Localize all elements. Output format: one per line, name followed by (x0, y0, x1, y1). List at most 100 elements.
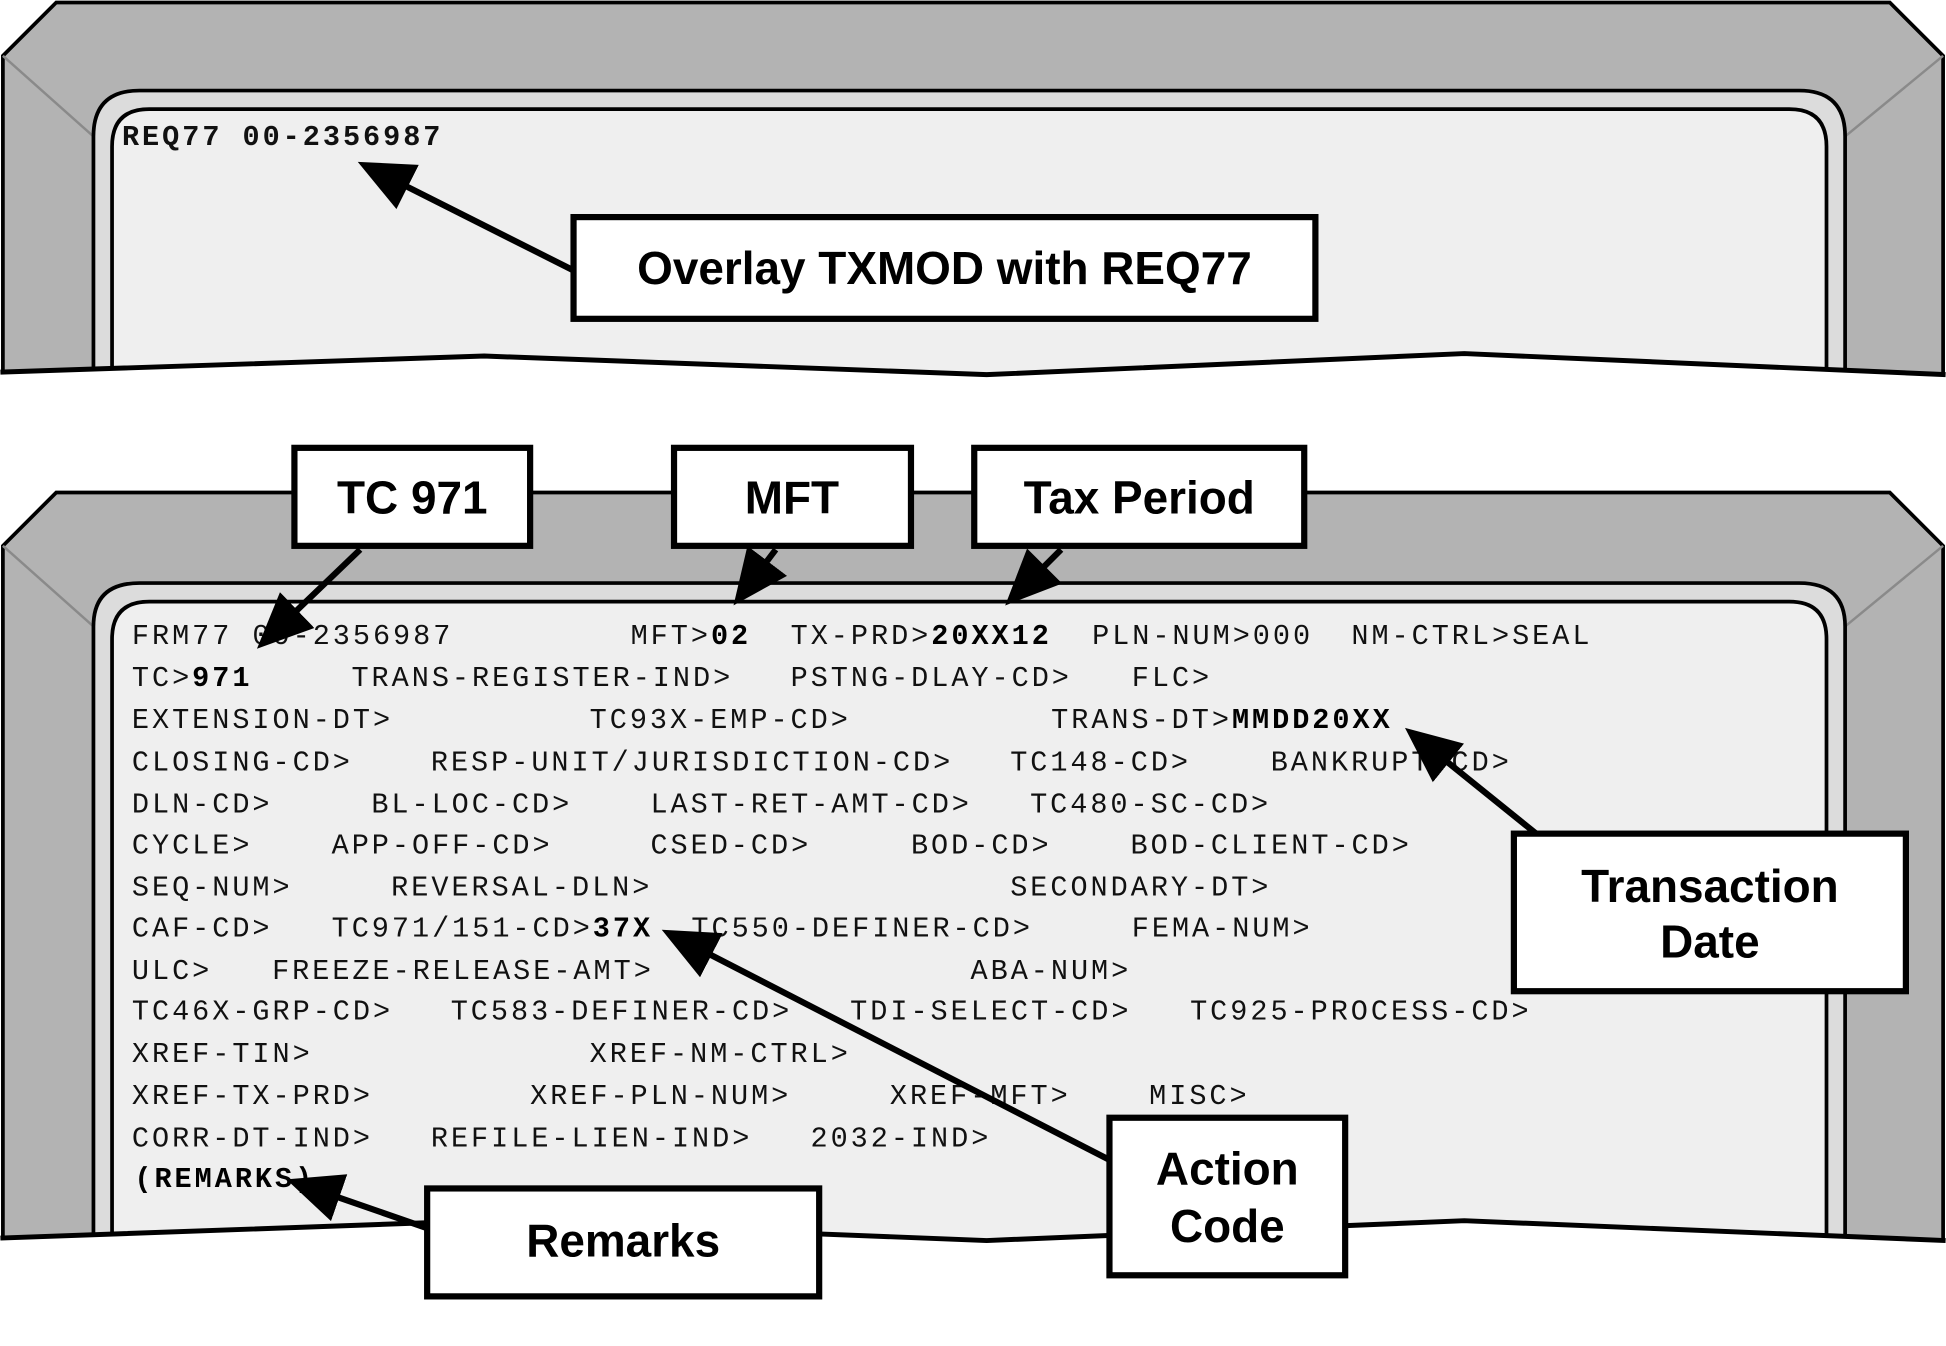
arrow-tax-period (1005, 547, 1064, 606)
field-label: TX-PRD> (791, 620, 932, 653)
screen-field: NM-CTRL>SEAL (1351, 620, 1592, 653)
field-value[interactable]: (REMARKS) (134, 1163, 315, 1196)
field-label: TC583-DEFINER-CD> (451, 996, 793, 1029)
screen-field: REVERSAL-DLN> (391, 872, 652, 905)
field-label: TC480-SC-CD> (1030, 789, 1271, 822)
screen-field: XREF-NM-CTRL> (590, 1038, 851, 1071)
callout-tc971: TC 971 (291, 444, 534, 549)
field-label: XREF-TX-PRD> (132, 1080, 373, 1113)
arrow-mft (733, 545, 788, 606)
screen-field: TC925-PROCESS-CD> (1190, 996, 1532, 1029)
field-label: TC550-DEFINER-CD> (691, 913, 1033, 946)
callout-arrows (256, 161, 1539, 1232)
field-label: TC925-PROCESS-CD> (1190, 996, 1532, 1029)
arrow-remarks (286, 1174, 429, 1232)
screen-field: CYCLE> (132, 830, 253, 863)
field-label: TC148-CD> (1010, 746, 1191, 779)
field-label: FLC> (1132, 662, 1212, 695)
screen-field: TC583-DEFINER-CD> (451, 996, 793, 1029)
screen-field: XREF-PLN-NUM> (530, 1080, 791, 1113)
field-label: TC93X-EMP-CD> (590, 704, 851, 737)
svg-text:Date: Date (1660, 916, 1759, 968)
field-label: MISC> (1149, 1080, 1249, 1113)
field-value[interactable]: 971 (192, 662, 252, 695)
svg-text:Transaction: Transaction (1581, 860, 1839, 912)
field-value[interactable]: 20XX12 (931, 620, 1052, 653)
field-label: TC> (132, 662, 192, 695)
svg-text:Tax Period: Tax Period (1024, 472, 1255, 524)
screen-field: RESP-UNIT/JURISDICTION-CD> (431, 746, 953, 779)
screen-field: TC>971 (132, 662, 253, 695)
screen-field: ABA-NUM> (971, 955, 1132, 988)
svg-text:Code: Code (1170, 1200, 1285, 1252)
screen-field: XREF-TIN> (132, 1038, 313, 1071)
field-value[interactable]: 37X (593, 913, 653, 946)
screen-field: BL-LOC-CD> (371, 789, 572, 822)
screen-field: CAF-CD> (132, 913, 273, 946)
field-label: PSTNG-DLAY-CD> (791, 662, 1072, 695)
field-value[interactable]: MMDD20XX (1232, 704, 1393, 737)
callout-action-code: Action Code (1106, 1114, 1349, 1279)
screen-field: CORR-DT-IND> (132, 1122, 373, 1155)
field-label: EXTENSION-DT> (132, 704, 393, 737)
field-value[interactable]: 02 (711, 620, 751, 653)
arrow-action-code (661, 929, 1111, 1163)
screen-field: TX-PRD>20XX12 (791, 620, 1052, 653)
screen-field: FRM77 00-2356987 (132, 620, 453, 653)
arrow-transaction-date (1404, 727, 1539, 837)
callout-mft: MFT (670, 444, 915, 549)
screen-field: SECONDARY-DT> (1010, 872, 1271, 905)
screen-field: 2032-IND> (810, 1122, 991, 1155)
screen-field: TC93X-EMP-CD> (590, 704, 851, 737)
screen-field: TC148-CD> (1010, 746, 1191, 779)
screen-field: TRANS-REGISTER-IND> (351, 662, 733, 695)
screen-field: BANKRUPT-CD> (1271, 746, 1512, 779)
screen-field: MFT>02 (631, 620, 752, 653)
screen-fields: FRM77 00-2356987 MFT>02 TX-PRD>20XX12 PLN-N… (132, 620, 1592, 1196)
callout-overlay: Overlay TXMOD with REQ77 (570, 213, 1319, 322)
field-label: TRANS-DT> (1051, 704, 1232, 737)
field-label: BL-LOC-CD> (371, 789, 572, 822)
field-label: BOD-CD> (911, 830, 1052, 863)
arrow-overlay (357, 161, 575, 274)
screen-field: ULC> (132, 955, 212, 988)
top-command-text: REQ77 00-2356987 (122, 121, 443, 154)
field-label: SECONDARY-DT> (1010, 872, 1271, 905)
field-label: CAF-CD> (132, 913, 273, 946)
field-label: CSED-CD> (650, 830, 811, 863)
field-label: XREF-TIN> (132, 1038, 313, 1071)
screen-field: FEMA-NUM> (1132, 913, 1313, 946)
screen-field: TRANS-DT>MMDD20XX (1051, 704, 1393, 737)
screen-field: MISC> (1149, 1080, 1249, 1113)
field-label: XREF-PLN-NUM> (530, 1080, 791, 1113)
callout-transaction-date: Transaction Date (1510, 830, 1909, 995)
field-label: XREF-MFT> (890, 1080, 1071, 1113)
screen-field: TC46X-GRP-CD> (132, 996, 393, 1029)
field-label: 2032-IND> (810, 1122, 991, 1155)
svg-text:Action: Action (1156, 1143, 1299, 1195)
field-label: REVERSAL-DLN> (391, 872, 652, 905)
field-label: FREEZE-RELEASE-AMT> (272, 955, 654, 988)
screen-field: TC480-SC-CD> (1030, 789, 1271, 822)
field-label: CYCLE> (132, 830, 253, 863)
screen-field: CSED-CD> (650, 830, 811, 863)
field-label: BOD-CLIENT-CD> (1131, 830, 1412, 863)
field-label: NM-CTRL>SEAL (1351, 620, 1592, 653)
field-label: TC971/151-CD> (332, 913, 593, 946)
screen-field: FLC> (1132, 662, 1212, 695)
screen-field: APP-OFF-CD> (332, 830, 553, 863)
field-label: CLOSING-CD> (132, 746, 353, 779)
screen-field: TDI-SELECT-CD> (850, 996, 1131, 1029)
field-label: XREF-NM-CTRL> (590, 1038, 851, 1071)
svg-text:MFT: MFT (745, 472, 839, 524)
screen-field: LAST-RET-AMT-CD> (650, 789, 971, 822)
screen-field: SEQ-NUM> (132, 872, 293, 905)
field-label: APP-OFF-CD> (332, 830, 553, 863)
field-label: LAST-RET-AMT-CD> (650, 789, 971, 822)
callout-remarks: Remarks (424, 1185, 823, 1300)
screen-field: PLN-NUM>000 (1092, 620, 1313, 653)
callout-tax-period: Tax Period (971, 444, 1308, 549)
screen-field: CLOSING-CD> (132, 746, 353, 779)
screen-field: BOD-CLIENT-CD> (1131, 830, 1412, 863)
